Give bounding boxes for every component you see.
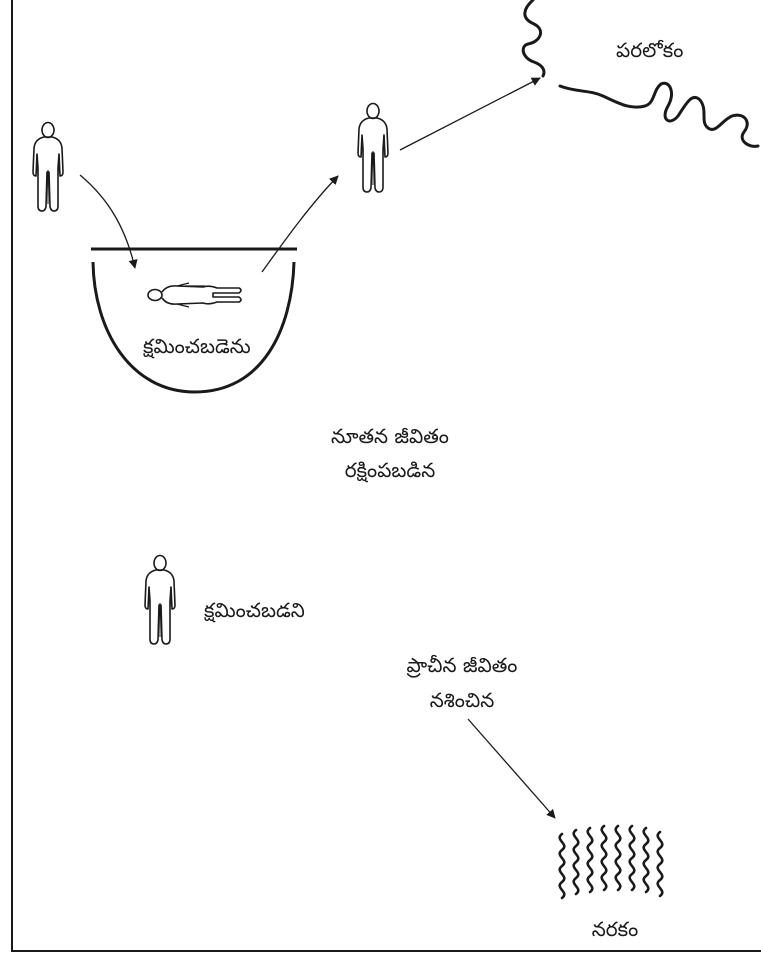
person-icon-unforgiven — [144, 554, 176, 645]
old-life-label: ప్రాచీన జీవితం — [406, 653, 518, 677]
new-life-label: నూతన జీవితం — [331, 424, 449, 448]
person-icon-start — [32, 121, 64, 212]
perished-label: నశించిన — [429, 688, 495, 712]
diagram-border — [11, 0, 761, 952]
fire-waves — [558, 824, 664, 900]
cloud-outline-bottom — [558, 81, 760, 148]
arrow-to-grave — [79, 174, 138, 269]
not-forgiven-label: క్షమించబడని — [204, 598, 305, 622]
person-icon-risen — [357, 102, 389, 193]
arrow-rising — [261, 175, 339, 273]
arrow-to-hell — [467, 718, 556, 819]
hell-label: నరకం — [591, 917, 639, 941]
grave-bowl — [91, 261, 296, 394]
forgiven-label: క్షమించబడెను — [143, 334, 251, 358]
lying-person-icon — [147, 282, 242, 308]
heaven-label: పరలోకం — [616, 38, 684, 62]
saved-label: రక్షింపబడిన — [344, 458, 436, 482]
arrow-to-heaven — [399, 77, 541, 151]
cloud-outline-top — [521, 0, 546, 78]
